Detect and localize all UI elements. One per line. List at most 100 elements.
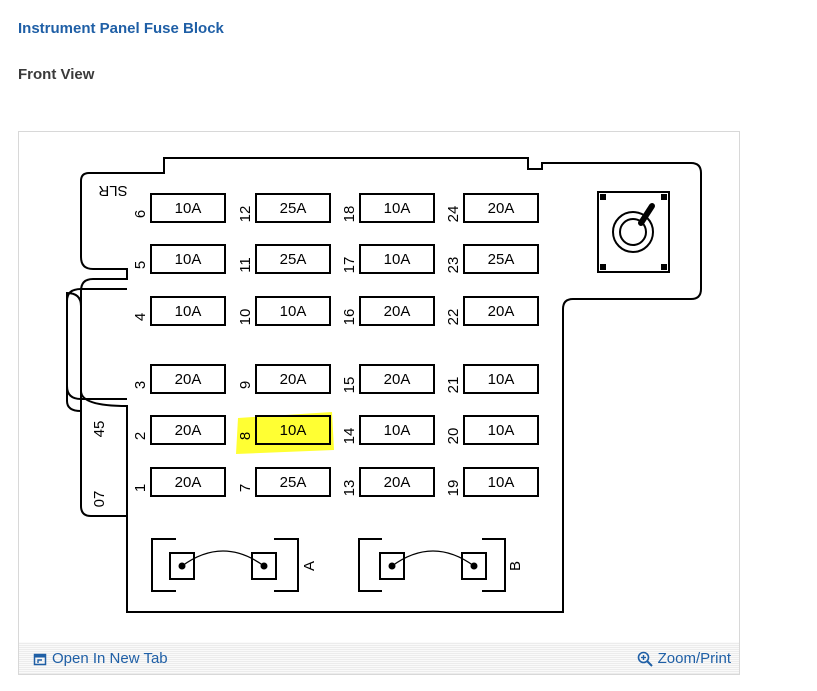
- fuse-body: [463, 415, 539, 445]
- fuse-position-number: 16: [341, 309, 358, 326]
- fuse-2: 20A 2: [132, 415, 226, 445]
- fuse-rating: 10A: [384, 422, 411, 439]
- page-title: Instrument Panel Fuse Block: [18, 20, 224, 37]
- fuse-body: [150, 467, 226, 497]
- open-in-new-tab-link[interactable]: Open In New Tab: [33, 650, 168, 667]
- fuse-position-number: 7: [237, 484, 254, 492]
- fuse-body: [359, 415, 435, 445]
- fuse-rating: 20A: [384, 371, 411, 388]
- fuse-24: 20A 24: [445, 193, 539, 223]
- fuse-position-number: 22: [445, 309, 462, 326]
- side-label-45: 45: [91, 421, 108, 438]
- fuse-body: [150, 296, 226, 326]
- fuse-position-number: 20: [445, 428, 462, 445]
- fuse-rating: 10A: [384, 251, 411, 268]
- fuse-rating: 10A: [175, 303, 202, 320]
- fuse-block-left-step: [80, 411, 127, 517]
- fuse-rating: 10A: [488, 474, 515, 491]
- fuse-17: 10A 17: [341, 244, 435, 274]
- fuse-rating: 25A: [488, 251, 515, 268]
- fuse-block-diagram: SLR 45 07 20A120A220A310A410A510A625A710…: [66, 157, 702, 613]
- fuse-position-number: 24: [445, 206, 462, 223]
- zoom-print-label: Zoom/Print: [657, 650, 731, 667]
- fuse-position-number: 10: [237, 309, 254, 326]
- fuse-rating: 20A: [384, 303, 411, 320]
- fuse-rating: 10A: [280, 303, 307, 320]
- fuse-body: [359, 364, 435, 394]
- fuse-block-left-tab: [66, 288, 127, 400]
- fuse-position-number: 9: [237, 381, 254, 389]
- fuse-11: 25A 11: [237, 244, 331, 274]
- fuse-rating: 25A: [280, 474, 307, 491]
- fuse-12: 25A 12: [237, 193, 331, 223]
- fuse-8: 10A 8: [236, 412, 334, 454]
- page-subtitle: Front View: [18, 66, 95, 83]
- fuse-body: [255, 296, 331, 326]
- fuse-body: [150, 244, 226, 274]
- fuse-9: 20A 9: [237, 364, 331, 394]
- fuse-position-number: 4: [132, 313, 149, 321]
- fuse-rating: 20A: [175, 474, 202, 491]
- fuse-10: 10A 10: [237, 296, 331, 326]
- fuse-rating: 10A: [488, 371, 515, 388]
- connector-a: A: [151, 538, 318, 592]
- fuse-position-number: 13: [341, 480, 358, 497]
- fuse-4: 10A 4: [132, 296, 226, 326]
- fuse-position-number: 12: [237, 206, 254, 223]
- zoom-print-link[interactable]: Zoom/Print: [637, 650, 731, 667]
- external-tab-icon: [33, 653, 47, 665]
- fuse-position-number: 18: [341, 206, 358, 223]
- fuse-14: 10A 14: [341, 415, 435, 445]
- fuse-body: [255, 193, 331, 223]
- fuse-body: [463, 193, 539, 223]
- fuse-position-number: 14: [341, 428, 358, 445]
- fuse-body: [150, 193, 226, 223]
- fuse-body: [463, 296, 539, 326]
- fuse-rating: 20A: [280, 371, 307, 388]
- fuse-position-number: 11: [237, 257, 254, 273]
- fuse-body: [463, 244, 539, 274]
- fuse-position-number: 8: [237, 432, 254, 440]
- fuse-5: 10A 5: [132, 244, 226, 274]
- fuse-rating: 20A: [488, 303, 515, 320]
- fuse-rating: 10A: [175, 251, 202, 268]
- fuse-position-number: 2: [132, 432, 149, 440]
- diagram-footer: Open In New Tab Zoom/Print: [19, 642, 739, 674]
- fuse-22: 20A 22: [445, 296, 539, 326]
- fuse-rating: 10A: [280, 422, 307, 439]
- fuse-rating: 25A: [280, 251, 307, 268]
- fuse-position-number: 5: [132, 261, 149, 269]
- open-in-new-tab-label: Open In New Tab: [52, 650, 168, 667]
- fuse-21: 10A 21: [445, 364, 539, 394]
- block-label: SLR: [98, 182, 127, 199]
- fuse-rating: 20A: [175, 371, 202, 388]
- fuse-body: [359, 296, 435, 326]
- fuse-body: [150, 415, 226, 445]
- fuse-rating: 20A: [488, 200, 515, 217]
- fuse-body: [255, 364, 331, 394]
- fuse-rating: 10A: [175, 200, 202, 217]
- fuse-position-number: 6: [132, 210, 149, 218]
- fuse-rating: 25A: [280, 200, 307, 217]
- fuse-block-outline: [66, 157, 702, 613]
- fuse-body: [255, 467, 331, 497]
- fuse-position-number: 3: [132, 381, 149, 389]
- fuse-position-number: 17: [341, 257, 358, 274]
- fuse-rating: 20A: [175, 422, 202, 439]
- fuse-body: [255, 244, 331, 274]
- fuse-body: [359, 193, 435, 223]
- fuse-20: 10A 20: [445, 415, 539, 445]
- fuse-position-number: 21: [445, 377, 462, 394]
- fuse-6: 10A 6: [132, 193, 226, 223]
- fuse-rating: 10A: [384, 200, 411, 217]
- fuse-rating: 10A: [488, 422, 515, 439]
- fuse-body: [150, 364, 226, 394]
- relay-switch-icon: [597, 191, 670, 273]
- connector-b: B: [358, 538, 524, 592]
